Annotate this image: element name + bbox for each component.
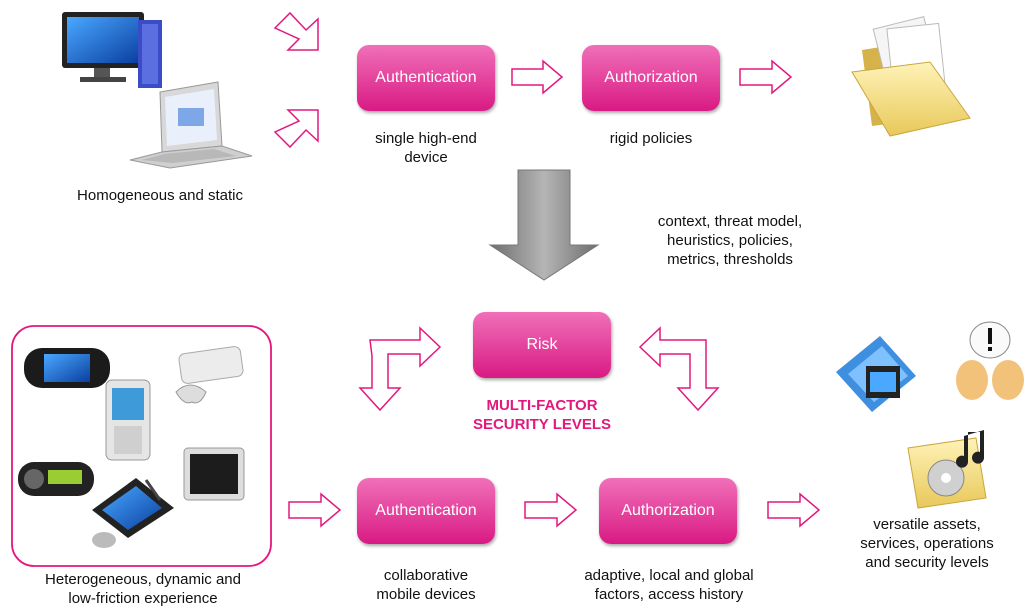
heterogeneous-caption-line-2: low-friction experience — [68, 590, 218, 607]
multi-factor-security-levels: MULTI-FACTOR SECURITY LEVELS — [450, 396, 634, 434]
bottom-authentication-box[interactable]: Authentication — [357, 478, 495, 544]
multi-factor-line-1: MULTI-FACTOR — [486, 397, 598, 414]
laptop-icon — [129, 81, 253, 169]
big-down-arrow — [488, 169, 600, 281]
multi-factor-line-2: SECURITY LEVELS — [472, 416, 612, 433]
top-arrow-authz-to-assets — [739, 59, 793, 95]
media-player-icon — [18, 462, 94, 496]
bottom-authorization-caption-line-2: factors, access history — [594, 586, 744, 603]
top-authorization-caption: rigid policies — [609, 130, 693, 147]
heterogeneous-caption: Heterogeneous, dynamic and low-friction … — [12, 570, 274, 608]
bottom-authorization-label: Authorization — [621, 502, 715, 519]
risk-right-loop-arrow — [638, 326, 720, 412]
bottom-arrow-auth-to-authz — [524, 492, 578, 528]
heterogeneous-caption-line-1: Heterogeneous, dynamic and — [45, 571, 241, 588]
top-authentication-box[interactable]: Authentication — [357, 45, 495, 111]
top-authorization-label: Authorization — [604, 69, 698, 86]
bottom-authorization-box[interactable]: Authorization — [599, 478, 737, 544]
risk-box[interactable]: Risk — [473, 312, 611, 378]
people-thinking-icon — [956, 321, 1024, 400]
desktop-computer-icon — [62, 12, 162, 88]
bottom-arrow-authz-to-assets — [767, 492, 821, 528]
mobile-phone-icon — [105, 379, 151, 461]
top-input-arrow-upper — [273, 11, 319, 51]
risk-factors-text: context, threat model, heuristics, polic… — [620, 212, 840, 269]
top-authentication-label: Authentication — [375, 69, 477, 86]
top-authentication-caption: single high-end device — [344, 129, 508, 167]
top-arrow-auth-to-authz — [511, 59, 564, 95]
risk-left-loop-arrow — [358, 326, 442, 412]
video-folder-icon — [836, 336, 916, 412]
assets-caption-line-2: services, operations — [860, 535, 994, 552]
bottom-arrow-devices-to-auth — [288, 492, 342, 528]
top-input-arrow-lower — [273, 109, 319, 149]
top-authentication-caption-line-1: single high-end — [375, 130, 477, 147]
bottom-authentication-label: Authentication — [375, 502, 477, 519]
folder-documents-icon — [851, 16, 971, 137]
homogeneous-caption: Homogeneous and static — [77, 187, 243, 204]
bottom-authorization-caption-line-1: adaptive, local and global — [584, 567, 754, 584]
bottom-authorization-caption: adaptive, local and global factors, acce… — [558, 566, 780, 604]
tablet-screen-icon — [183, 447, 245, 501]
risk-factors-line-3: metrics, thresholds — [667, 251, 793, 268]
game-console-icon — [175, 346, 244, 404]
handheld-console-icon — [24, 348, 110, 388]
music-folder-icon — [907, 430, 987, 509]
risk-factors-line-1: context, threat model, — [657, 213, 803, 230]
risk-label: Risk — [526, 336, 558, 353]
bottom-authentication-caption-line-1: collaborative — [383, 567, 469, 584]
assets-caption-line-1: versatile assets, — [873, 516, 981, 533]
top-authorization-box[interactable]: Authorization — [582, 45, 720, 111]
top-authentication-caption-line-2: device — [404, 149, 448, 166]
pen-tablet-icon — [92, 478, 174, 548]
assets-caption-line-3: and security levels — [865, 554, 989, 571]
bottom-authentication-caption-line-2: mobile devices — [376, 586, 476, 603]
assets-caption: versatile assets, services, operations a… — [832, 515, 1022, 572]
risk-factors-line-2: heuristics, policies, — [667, 232, 793, 249]
bottom-authentication-caption: collaborative mobile devices — [350, 566, 502, 604]
